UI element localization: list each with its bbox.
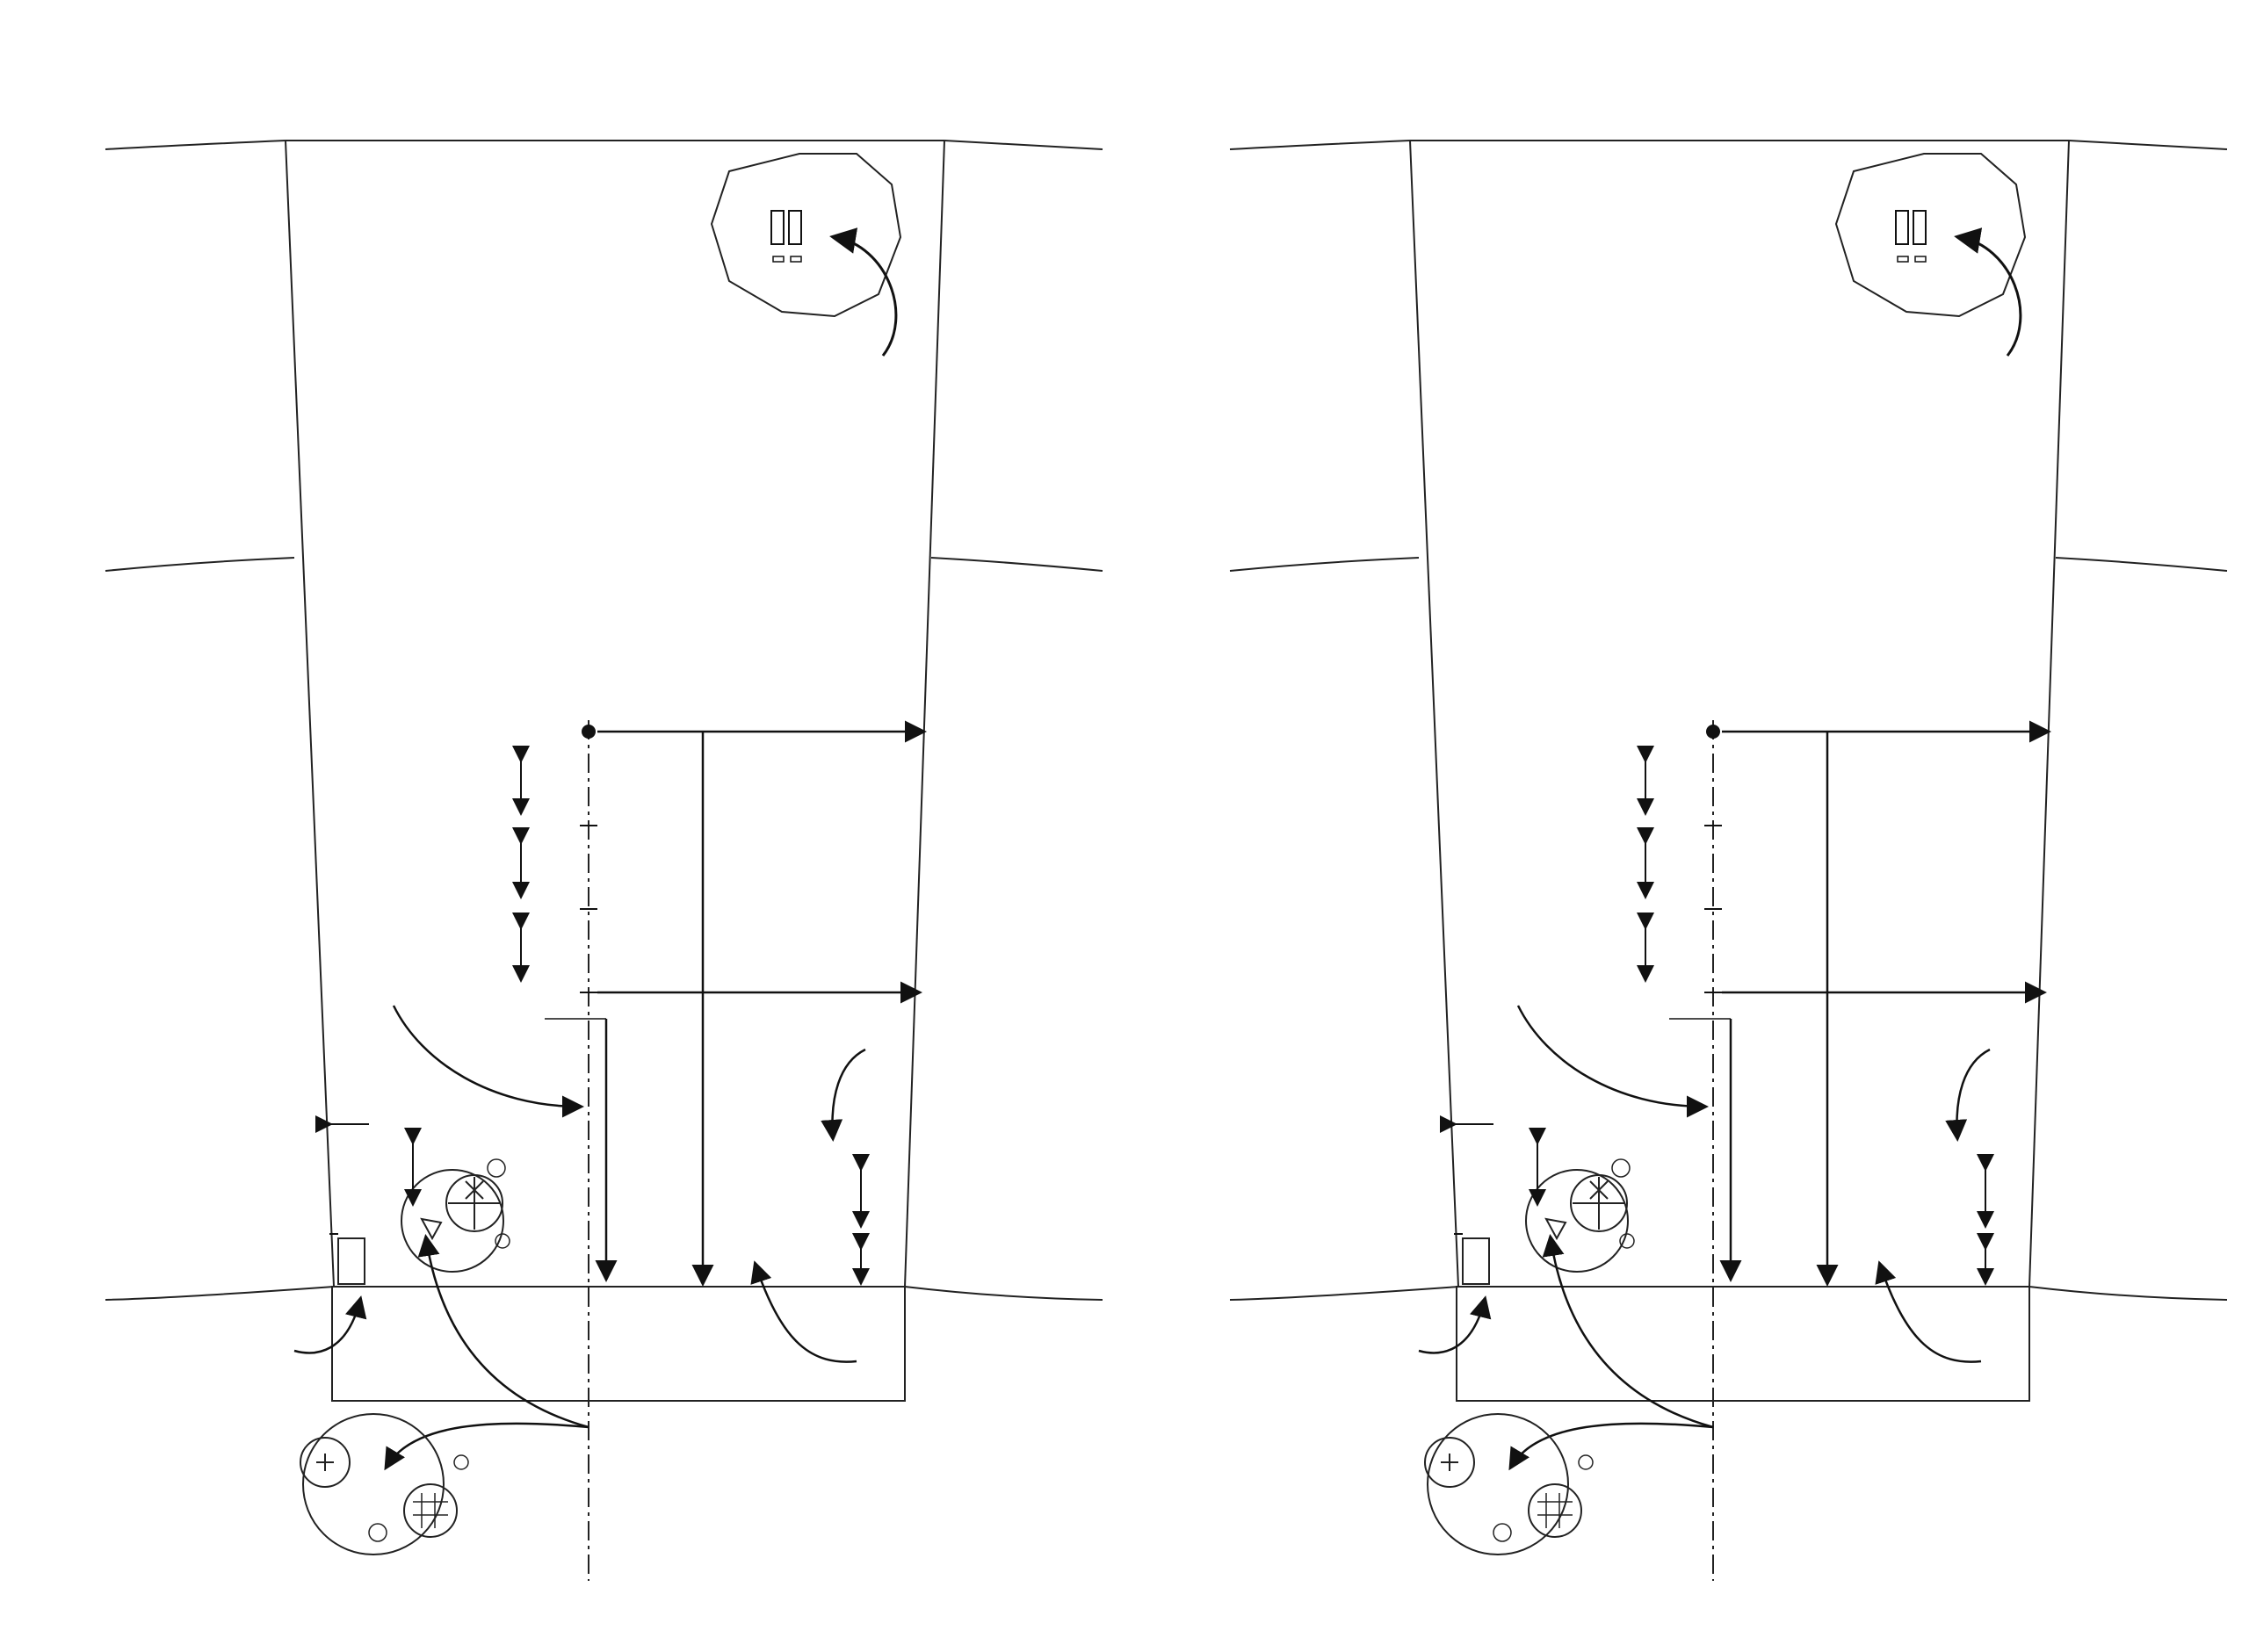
reference-point [582, 725, 596, 739]
map-panel-left: AMANesplanade0'Man axisGenSets25' from A… [0, 0, 1124, 1652]
genset-area [710, 153, 902, 357]
reference-point [1706, 725, 1720, 739]
lower-cluster [300, 1413, 469, 1555]
street-lines [1229, 140, 2228, 1301]
camp-boundary [1409, 140, 2070, 1402]
central-container-array [1516, 720, 2051, 1287]
west-corner [293, 1115, 510, 1354]
site-plan-drawing: AMANesplanade0'Man axisGenSets25' from A… [105, 140, 1103, 1581]
camp-boundary [285, 140, 945, 1402]
west-corner [1418, 1115, 1635, 1354]
east-containers [750, 1048, 870, 1363]
fuel-depot-arrows [1508, 1234, 1714, 1471]
site-plan-drawing: AMANesplanade0'Man axisGenSets25' from A… [1229, 140, 2228, 1581]
street-lines [105, 140, 1103, 1301]
east-containers [1875, 1048, 1994, 1363]
fuel-depot-arrows [384, 1234, 589, 1471]
lower-cluster [1424, 1413, 1594, 1555]
central-container-array [392, 720, 927, 1287]
map-panel-right: AMANesplanade0'Man axisGenSets25' from A… [1124, 0, 2249, 1652]
genset-area [1834, 153, 2027, 357]
